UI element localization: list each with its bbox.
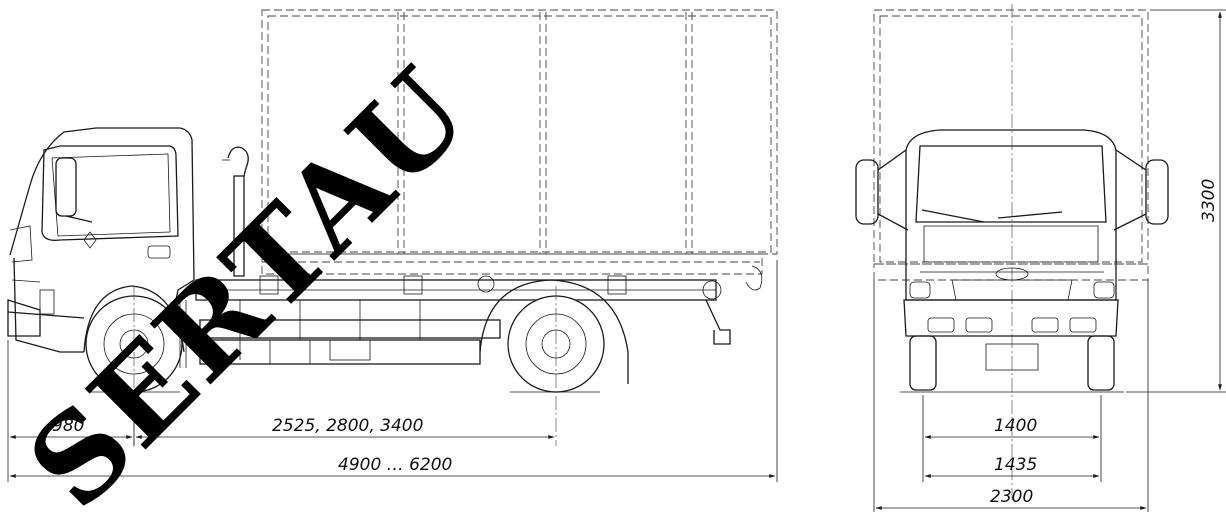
rear-wheel xyxy=(507,286,605,446)
mirror-left xyxy=(855,149,909,231)
front-view: 1400 1435 2300 3300 xyxy=(855,4,1226,512)
front-right-wheel xyxy=(1087,335,1115,391)
container-outline xyxy=(261,9,778,275)
chassis-frame xyxy=(179,265,763,368)
rear-wheel-arch xyxy=(479,279,629,384)
dim-wheelbase: 2525, 2800, 3400 xyxy=(272,416,423,436)
dim-track-rear: 1435 xyxy=(994,455,1037,475)
watermark-text: SERTAU xyxy=(2,41,496,514)
dim-overall-length: 4900 … 6200 xyxy=(338,455,452,475)
dim-overall-height: 3300 xyxy=(1199,179,1219,222)
front-left-wheel xyxy=(909,335,937,391)
truck-cab xyxy=(7,127,195,353)
dim-overall-width: 2300 xyxy=(990,487,1033,507)
front-cab xyxy=(903,129,1119,371)
mirror-right xyxy=(1113,149,1169,231)
dim-front-overhang: 980 xyxy=(52,416,84,436)
side-view: 980 2525, 2800, 3400 4900 … 6200 xyxy=(7,9,778,482)
dim-track-front: 1400 xyxy=(994,416,1037,436)
hook-arm xyxy=(222,146,249,277)
